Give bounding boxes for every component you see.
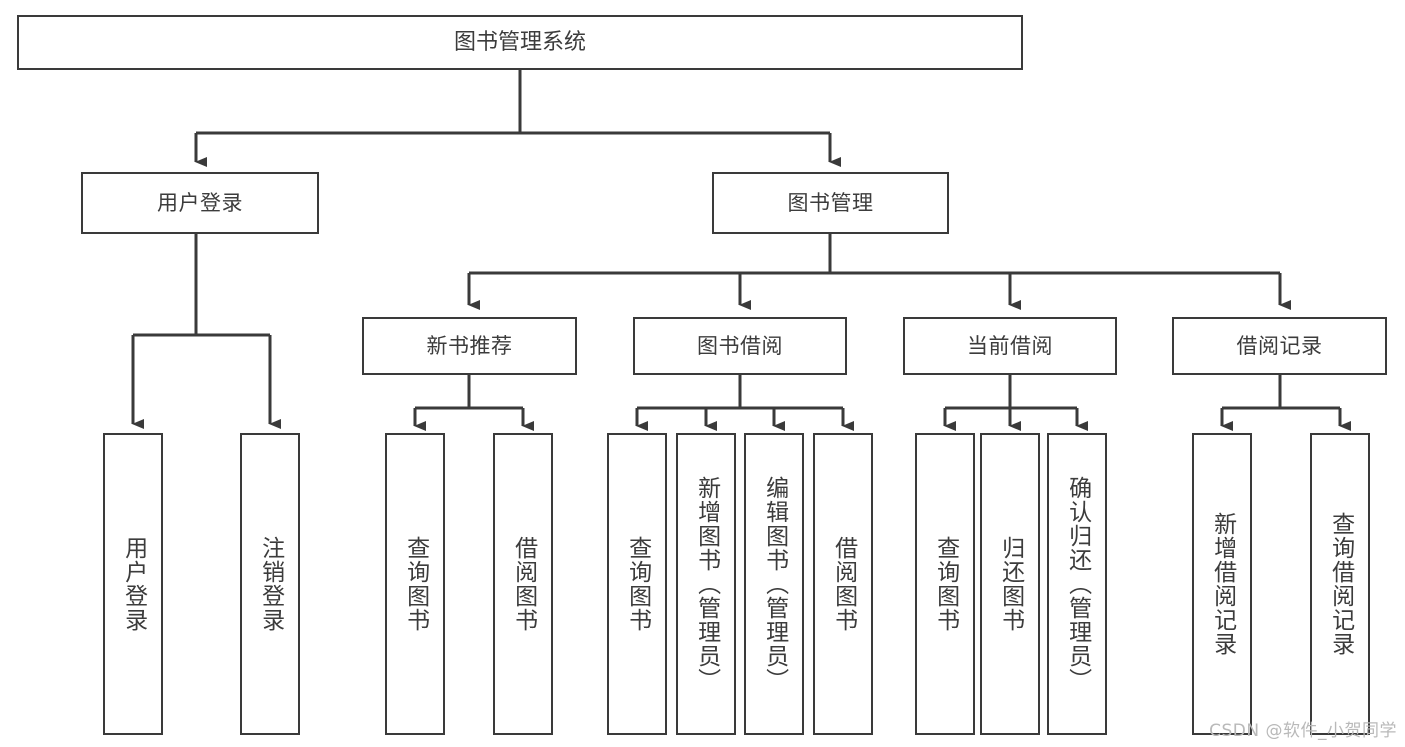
node-label: 新增图书（管理员） bbox=[693, 476, 720, 692]
leaf-edit-book-admin[interactable]: 编辑图书（管理员） bbox=[744, 433, 804, 735]
leaf-query-book-rec[interactable]: 查询图书 bbox=[385, 433, 445, 735]
leaf-user-login[interactable]: 用户登录 bbox=[103, 433, 163, 735]
node-label: 查询图书 bbox=[932, 536, 959, 632]
leaf-return-book[interactable]: 归还图书 bbox=[980, 433, 1040, 735]
node-book-management[interactable]: 图书管理 bbox=[712, 172, 949, 234]
node-label: 图书管理 bbox=[787, 190, 874, 215]
node-label: 新增借阅记录 bbox=[1209, 512, 1236, 656]
node-label: 查询图书 bbox=[402, 536, 429, 632]
node-book-borrowing[interactable]: 图书借阅 bbox=[633, 317, 847, 375]
node-user-login[interactable]: 用户登录 bbox=[81, 172, 319, 234]
node-label: 当前借阅 bbox=[967, 333, 1053, 358]
node-label: 借阅图书 bbox=[510, 536, 537, 632]
leaf-logout[interactable]: 注销登录 bbox=[240, 433, 300, 735]
node-label: 确认归还（管理员） bbox=[1064, 476, 1091, 692]
node-label: 注销登录 bbox=[257, 536, 284, 632]
node-label: 查询图书 bbox=[624, 536, 651, 632]
node-label: 编辑图书（管理员） bbox=[761, 476, 788, 692]
node-borrowing-records[interactable]: 借阅记录 bbox=[1172, 317, 1387, 375]
node-label: 用户登录 bbox=[157, 190, 243, 215]
node-root-book-management-system[interactable]: 图书管理系统 bbox=[17, 15, 1023, 70]
leaf-borrow-book[interactable]: 借阅图书 bbox=[813, 433, 873, 735]
node-label: 借阅记录 bbox=[1236, 333, 1323, 358]
node-label: 查询借阅记录 bbox=[1327, 512, 1354, 656]
node-label: 新书推荐 bbox=[426, 333, 513, 358]
watermark-text: CSDN @软件_小贺同学 bbox=[1209, 721, 1397, 741]
leaf-query-book-current[interactable]: 查询图书 bbox=[915, 433, 975, 735]
leaf-borrow-book-rec[interactable]: 借阅图书 bbox=[493, 433, 553, 735]
node-label: 图书管理系统 bbox=[453, 29, 586, 55]
node-label: 归还图书 bbox=[997, 536, 1024, 632]
leaf-add-book-admin[interactable]: 新增图书（管理员） bbox=[676, 433, 736, 735]
leaf-query-borrow-record[interactable]: 查询借阅记录 bbox=[1310, 433, 1370, 735]
leaf-confirm-return-admin[interactable]: 确认归还（管理员） bbox=[1047, 433, 1107, 735]
leaf-add-borrow-record[interactable]: 新增借阅记录 bbox=[1192, 433, 1252, 735]
node-current-borrowing[interactable]: 当前借阅 bbox=[903, 317, 1117, 375]
node-new-book-recommendation[interactable]: 新书推荐 bbox=[362, 317, 577, 375]
node-label: 用户登录 bbox=[120, 536, 147, 632]
node-label: 借阅图书 bbox=[830, 536, 857, 632]
node-label: 图书借阅 bbox=[697, 333, 783, 358]
leaf-query-book-borrow[interactable]: 查询图书 bbox=[607, 433, 667, 735]
